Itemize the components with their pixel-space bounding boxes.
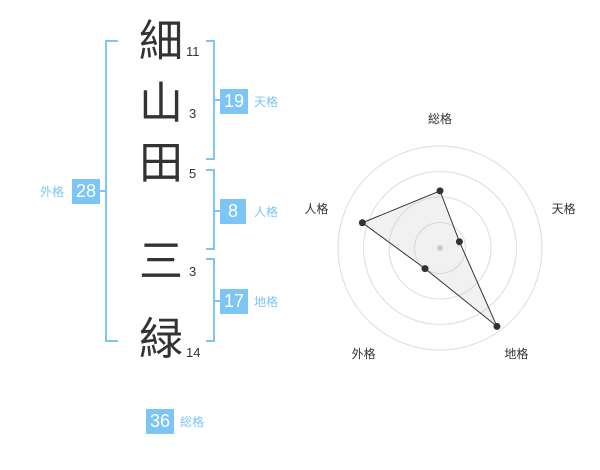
chikaku-label: 地格 [254,295,279,309]
stroke-count-4: 3 [189,264,197,279]
gaikaku-badge: 28 [72,179,100,204]
name-char-5: 緑 [139,314,183,365]
radar-point-1 [436,187,444,195]
jinkaku-label: 人格 [254,205,279,219]
radar-point-4 [421,265,429,273]
radar-point-2 [455,238,463,246]
tenkaku-badge: 19 [220,89,248,114]
radar-polygon [361,190,498,327]
chikaku-badge: 17 [220,289,248,314]
radar-axis-label-5: 人格 [304,201,328,216]
name-char-1: 細 [139,16,183,67]
radar-ring-1 [414,222,466,274]
name-char-3: 田 [139,138,183,189]
radar-axis-label-3: 地格 [504,346,528,361]
stroke-count-5: 14 [186,345,201,360]
soukaku-badge: 36 [146,409,174,434]
radar-ring-4 [337,145,543,351]
radar-point-3 [493,322,501,330]
jinkaku-badge: 8 [220,199,246,224]
tenkaku-label: 天格 [254,95,279,109]
radar-axis-label-2: 天格 [552,201,576,216]
soukaku-label: 総格 [180,415,205,429]
radar-ring-3 [363,171,517,325]
radar-axis-label-4: 外格 [352,346,376,361]
radar-ring-2 [388,196,492,300]
stroke-count-2: 3 [189,106,197,121]
radar-point-5 [358,219,366,227]
name-char-4: 三 [139,236,183,287]
name-char-2: 山 [139,78,183,129]
radar-center [437,245,443,251]
gaikaku-label: 外格 [40,185,65,199]
radar-axis-label-1: 総格 [428,111,452,126]
stroke-count-3: 5 [189,166,197,181]
stroke-count-1: 11 [186,44,200,59]
